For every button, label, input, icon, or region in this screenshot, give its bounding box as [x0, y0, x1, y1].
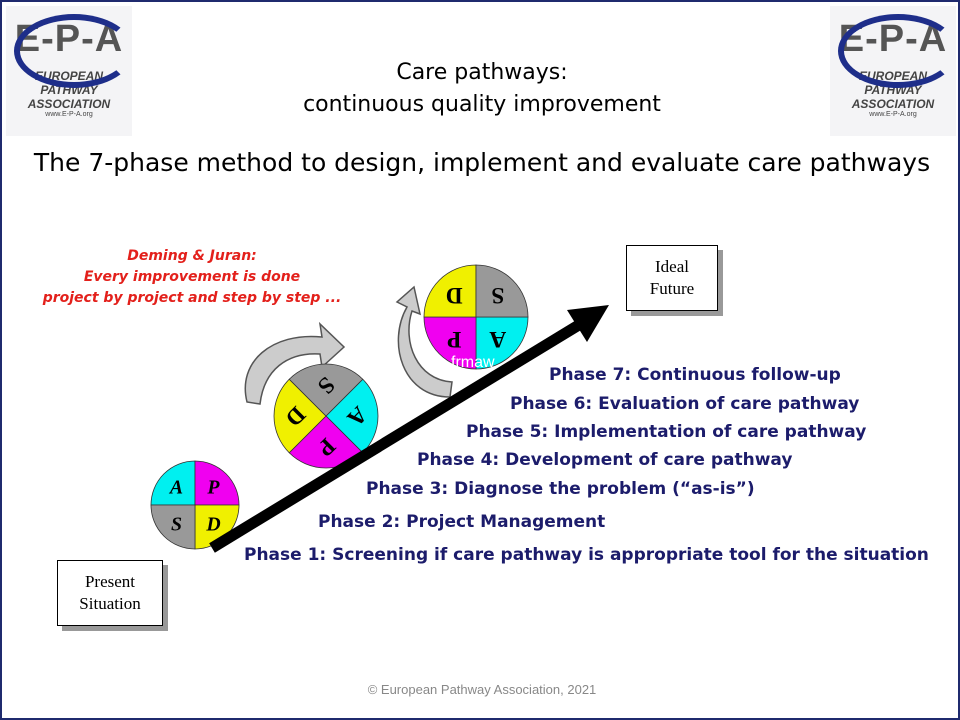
curved-arrow-right-icon	[395, 285, 453, 398]
progress-arrow-line	[209, 315, 590, 553]
curved-arrow-left-icon	[244, 321, 346, 405]
letter-D: D	[446, 282, 463, 308]
quadrant-D	[423, 264, 477, 318]
phase-2: Phase 2: Project Management	[318, 512, 606, 532]
quadrant-A	[475, 316, 529, 370]
phase-4: Phase 4: Development of care pathway	[417, 450, 793, 470]
letter-S: S	[491, 282, 504, 308]
progress-arrowhead	[567, 305, 609, 342]
quadrant-D	[273, 378, 327, 454]
pdsa-cycle-3: A PD S	[423, 264, 529, 370]
quadrant-P	[194, 460, 240, 506]
letter-A: A	[489, 326, 506, 352]
title-line-1: Care pathways:	[396, 60, 568, 85]
quadrant-S	[288, 363, 364, 417]
letter-D: D	[205, 513, 220, 535]
pdsa-cycle-1: A PD S	[150, 460, 240, 550]
letter-P: P	[206, 477, 220, 499]
watermark: frmaw	[451, 354, 495, 371]
phase-5: Phase 5: Implementation of care pathway	[466, 422, 867, 442]
title-line-2: continuous quality improvement	[303, 92, 661, 117]
copyright-footer: © European Pathway Association, 2021	[367, 682, 597, 697]
letter-S: S	[171, 513, 182, 535]
quadrant-S	[150, 504, 196, 550]
letter-P: P	[447, 326, 461, 352]
phase-1: Phase 1: Screening if care pathway is ap…	[244, 545, 929, 565]
subtitle: The 7-phase method to design, implement …	[33, 148, 931, 177]
phase-7: Phase 7: Continuous follow-up	[549, 365, 841, 385]
quadrant-A	[150, 460, 196, 506]
phase-6: Phase 6: Evaluation of care pathway	[510, 394, 860, 414]
quadrant-P	[423, 316, 477, 370]
phase-3: Phase 3: Diagnose the problem (“as-is”)	[366, 479, 755, 499]
deming-juran-quote: Deming & Juran:Every improvement is done…	[42, 248, 342, 306]
letter-A: A	[168, 477, 183, 499]
quadrant-S	[475, 264, 529, 318]
